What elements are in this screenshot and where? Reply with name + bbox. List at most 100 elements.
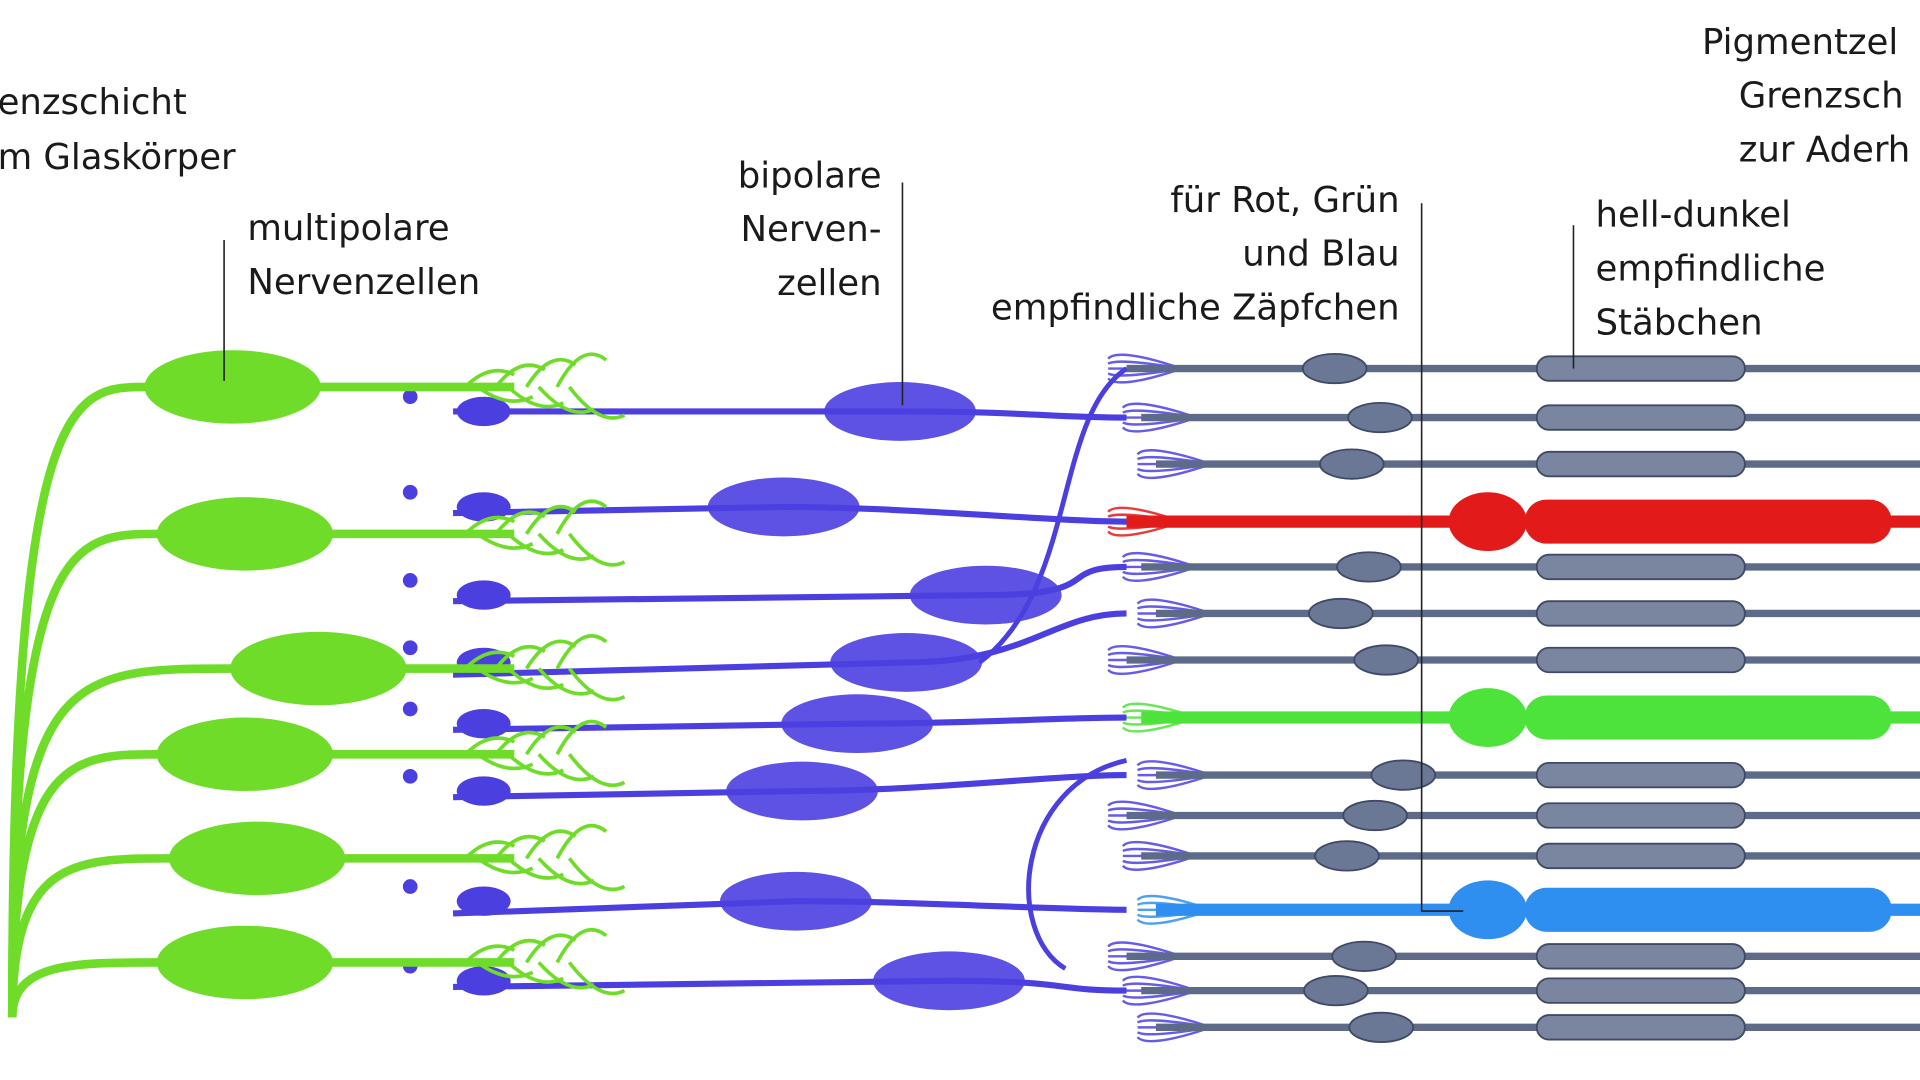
rod-label-line-1: hell-dunkel: [1596, 195, 1791, 236]
bipolar-cell-body: [873, 951, 1025, 1011]
synapse-fiber: [1107, 644, 1183, 662]
synapse-fiber: [1107, 814, 1183, 831]
ganglion-fiber: [7, 664, 515, 1018]
rod-label-line-2: empfindliche: [1596, 248, 1826, 289]
cone-outer-segment: [1524, 887, 1892, 932]
synapse-fiber: [1121, 989, 1197, 1006]
pigment-label-line-3: zur Aderh: [1739, 130, 1911, 171]
bipolar-dendrite-terminal: [402, 640, 418, 656]
ganglion-label-line-1: multipolare: [247, 208, 449, 249]
ganglion-dendrite: [555, 634, 626, 702]
synapse-fiber: [1121, 565, 1197, 582]
ganglion-dendrite: [524, 639, 595, 696]
rod-label-line-3: Stäbchen: [1596, 302, 1763, 343]
rod-outer-segment: [1535, 646, 1746, 674]
cone-nucleus: [1448, 688, 1527, 747]
bipolar-dendrite-terminal: [402, 573, 418, 588]
ganglion-dendrite: [555, 927, 626, 996]
inner-boundary-label-line-2: m Glaskörper: [0, 137, 236, 178]
synapse-fiber: [1121, 402, 1197, 419]
rod-nucleus: [1314, 840, 1380, 872]
synapse-fiber: [1136, 462, 1212, 480]
cone-leader-line: [1420, 203, 1464, 912]
synapse-fiber: [1136, 1026, 1212, 1043]
ganglion-cell-body: [156, 497, 334, 571]
rod-outer-segment: [1535, 802, 1746, 829]
rod-outer-segment: [1535, 600, 1746, 627]
bipolar-label-line-1: bipolare: [738, 155, 882, 196]
pigment-label-line-2: Grenzsch: [1739, 76, 1904, 117]
ganglion-cell-body: [156, 925, 334, 1000]
rod-nucleus: [1347, 401, 1413, 434]
synapse-fiber: [1121, 975, 1197, 992]
ganglion-dendrite: [555, 823, 626, 892]
synapse-fiber: [1136, 773, 1212, 791]
synapse-fiber: [1136, 612, 1212, 629]
bipolar-terminal: [456, 776, 511, 806]
bipolar-terminal: [456, 396, 511, 427]
rod-nucleus: [1331, 940, 1397, 972]
ganglion-dendrite: [555, 499, 626, 567]
rod-nucleus: [1370, 759, 1437, 791]
cone-outer-segment: [1524, 695, 1892, 740]
bipolar-dendrite-terminal: [402, 484, 418, 500]
rod-nucleus: [1342, 799, 1408, 832]
bipolar-cell-body: [707, 477, 860, 537]
cone-label-line-3: empfindliche Zäpfchen: [991, 288, 1400, 329]
ganglion-fiber: [7, 749, 515, 1018]
ganglion-dendrite: [555, 352, 626, 420]
bipolar-branch: [1026, 758, 1128, 971]
ganglion-fiber: [7, 529, 515, 1018]
rod-outer-segment: [1535, 943, 1746, 970]
rod-nucleus: [1303, 975, 1369, 1007]
bipolar-label-line-3: zellen: [777, 263, 882, 304]
synapse-fiber: [1121, 416, 1197, 433]
bipolar-terminal: [456, 580, 511, 610]
synapse-fiber: [1121, 840, 1197, 858]
rod-nucleus: [1301, 352, 1368, 385]
rod-outer-segment: [1535, 450, 1746, 478]
inner-boundary-label-line-1: enzschicht: [0, 82, 187, 123]
synapse-fiber: [1136, 1012, 1212, 1029]
cone-nucleus: [1448, 492, 1527, 552]
rod-nucleus: [1348, 1011, 1414, 1043]
ganglion-cell-body: [156, 717, 334, 792]
ganglion-label-line-2: Nervenzellen: [247, 262, 480, 303]
rod-nucleus: [1336, 551, 1402, 583]
ganglion-fiber: [7, 382, 515, 1018]
ganglion-dendrite: [524, 933, 595, 990]
bipolar-cell-body: [830, 633, 983, 692]
bipolar-cell-body: [720, 871, 872, 931]
synapse-fiber: [1136, 449, 1212, 466]
bipolar-cell-body: [781, 694, 934, 754]
ganglion-cell-body: [230, 631, 407, 706]
bipolar-cell-body: [726, 761, 878, 821]
bipolar-dendrite-terminal: [402, 701, 418, 717]
bipolar-fiber: [453, 408, 1127, 421]
ganglion-cell-body: [168, 821, 346, 896]
ganglion-dendrite: [524, 357, 595, 414]
cell-layer: [7, 350, 1920, 1043]
rod-outer-segment: [1535, 761, 1746, 789]
pigment-label-line-1: Pigmentzel: [1702, 22, 1898, 63]
rod-nucleus: [1319, 448, 1385, 480]
ganglion-cell-body: [144, 350, 321, 424]
bipolar-cell-body: [824, 382, 976, 441]
synapse-fiber: [1121, 551, 1197, 569]
synapse-fiber: [1107, 941, 1183, 958]
cone-label-line-1: für Rot, Grün: [1170, 180, 1399, 221]
ganglion-dendrite: [555, 719, 626, 788]
synapse-fiber: [1136, 760, 1212, 777]
rod-nucleus: [1308, 597, 1374, 630]
bipolar-dendrite-terminal: [402, 879, 418, 894]
bipolar-label-line-2: Nerven-: [740, 209, 881, 250]
cone-label-line-2: und Blau: [1242, 234, 1399, 275]
rod-outer-segment: [1535, 355, 1746, 382]
bipolar-branch: [978, 366, 1128, 665]
leader-lines: [223, 182, 1575, 912]
ganglion-dendrite: [524, 829, 595, 886]
bipolar-terminal: [456, 708, 511, 739]
rod-outer-segment: [1535, 404, 1746, 431]
rod-outer-segment: [1535, 842, 1746, 870]
